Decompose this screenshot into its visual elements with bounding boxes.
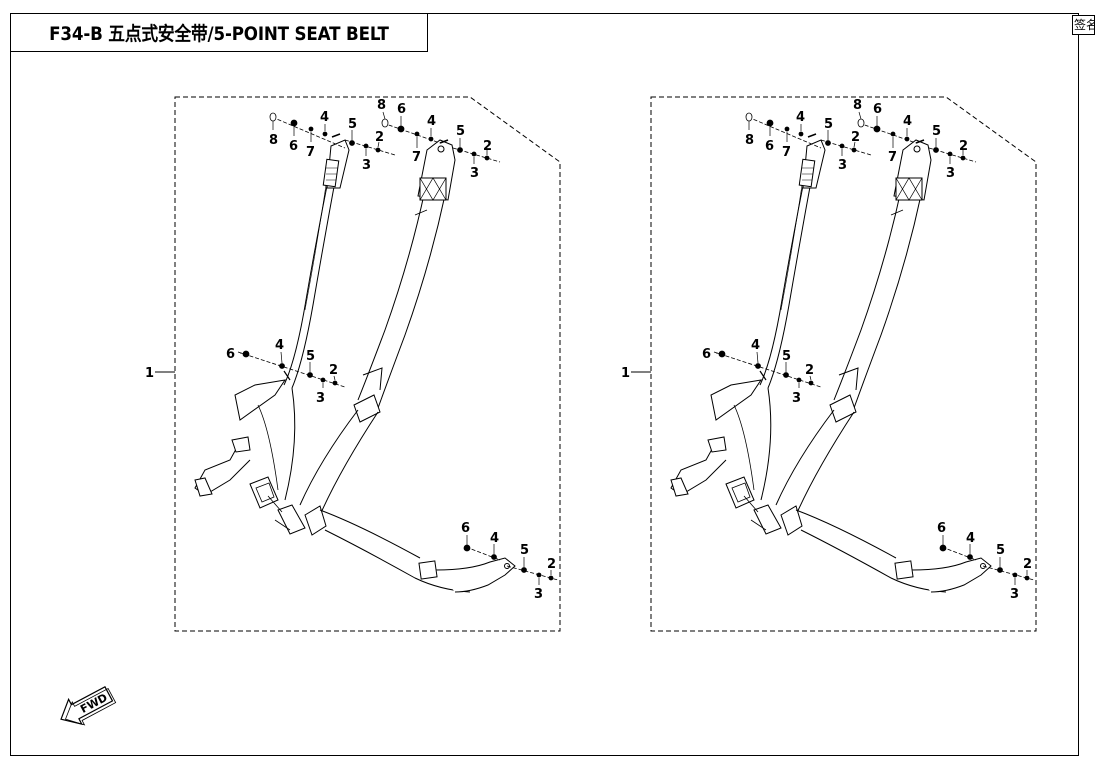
callout-5: 5: [932, 124, 941, 139]
drawing-frame: [10, 13, 1079, 756]
callout-7: 7: [412, 150, 421, 165]
callout-7: 7: [782, 145, 791, 160]
assembly-label-left: 1: [145, 366, 154, 381]
callout-7: 7: [306, 145, 315, 160]
callout-6: 6: [765, 139, 774, 154]
callout-6: 6: [289, 139, 298, 154]
callout-8: 8: [377, 98, 386, 113]
callout-6: 6: [226, 347, 235, 362]
callout-5: 5: [996, 543, 1005, 558]
callout-4: 4: [275, 338, 284, 353]
callout-4: 4: [427, 114, 436, 129]
callout-2: 2: [1023, 557, 1032, 572]
callout-4: 4: [490, 531, 499, 546]
callout-5: 5: [456, 124, 465, 139]
page-title: F34-B 五点式安全带/5-POINT SEAT BELT: [49, 23, 389, 45]
callout-4: 4: [796, 110, 805, 125]
callout-6: 6: [702, 347, 711, 362]
callout-7: 7: [888, 150, 897, 165]
callout-5: 5: [782, 349, 791, 364]
callout-4: 4: [751, 338, 760, 353]
signature-tab-label: 签名: [1074, 18, 1094, 32]
callout-2: 2: [851, 130, 860, 145]
callout-4: 4: [320, 110, 329, 125]
callout-5: 5: [520, 543, 529, 558]
callout-2: 2: [329, 363, 338, 378]
callout-8: 8: [269, 133, 278, 148]
callout-8: 8: [853, 98, 862, 113]
title-box: F34-B 五点式安全带/5-POINT SEAT BELT: [10, 13, 428, 52]
callout-2: 2: [483, 139, 492, 154]
callout-2: 2: [375, 130, 384, 145]
callout-3: 3: [362, 158, 371, 173]
fwd-arrow-icon: FWD: [60, 685, 117, 726]
callout-2: 2: [805, 363, 814, 378]
callout-4: 4: [903, 114, 912, 129]
callout-3: 3: [838, 158, 847, 173]
callout-6: 6: [873, 102, 882, 117]
callout-5: 5: [306, 349, 315, 364]
callout-6: 6: [397, 102, 406, 117]
seat-belt-assembly-right: 1 8 6 7 4 5 2 3 8 6 7 4 5 2 3 6 4 5 3 2 …: [621, 96, 1037, 632]
callout-6: 6: [461, 521, 470, 536]
callout-3: 3: [470, 166, 479, 181]
callout-5: 5: [348, 117, 357, 132]
callout-3: 3: [946, 166, 955, 181]
callout-3: 3: [1010, 587, 1019, 602]
signature-tab: 签名: [1072, 15, 1095, 35]
callout-4: 4: [966, 531, 975, 546]
callout-3: 3: [316, 391, 325, 406]
seat-belt-assembly-left: 1 8 6 7 4 5 2 3 8 6 7 4 5 2 3 6 4 5 3 2 …: [145, 96, 561, 632]
callout-3: 3: [534, 587, 543, 602]
callout-8: 8: [745, 133, 754, 148]
callout-5: 5: [824, 117, 833, 132]
callout-3: 3: [792, 391, 801, 406]
callout-6: 6: [937, 521, 946, 536]
assembly-label-right: 1: [621, 366, 630, 381]
callout-2: 2: [547, 557, 556, 572]
callout-2: 2: [959, 139, 968, 154]
